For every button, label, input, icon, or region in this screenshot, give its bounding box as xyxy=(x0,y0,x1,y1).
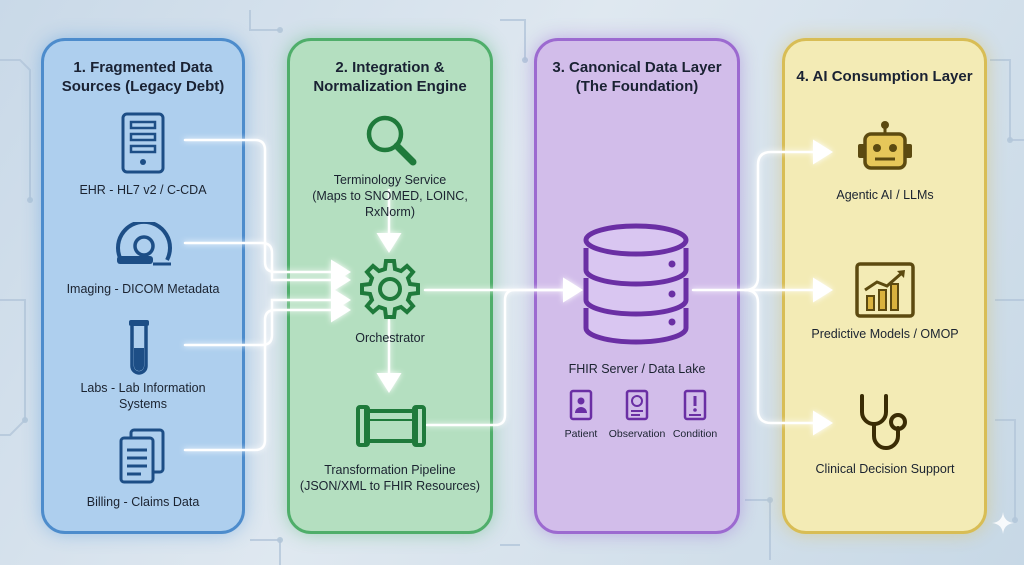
panel-4-title: 4. AI Consumption Layer xyxy=(796,68,973,85)
stethoscope-icon xyxy=(860,394,907,450)
sparkle-icon xyxy=(992,512,1014,534)
consumer-label-cds: Clinical Decision Support xyxy=(815,462,955,476)
documents-icon xyxy=(119,428,165,484)
source-label-billing: Billing - Claims Data xyxy=(86,495,200,509)
server-icon xyxy=(121,112,165,174)
database-icon xyxy=(583,223,689,345)
robot-icon xyxy=(858,121,912,170)
panel-1-title: 1. Fragmented Data Sources (Legacy Debt) xyxy=(61,59,225,95)
patient-doc-icon xyxy=(569,389,593,421)
resource-condition-label: Condition xyxy=(672,428,718,440)
mri-scanner-icon xyxy=(116,222,172,266)
magnifier-icon xyxy=(366,115,417,166)
consumer-label-agentic-ai: Agentic AI / LLMs xyxy=(836,188,934,202)
trend-chart-icon xyxy=(855,262,915,318)
observation-doc-icon xyxy=(625,389,649,421)
gear-icon xyxy=(360,259,420,319)
condition-doc-icon xyxy=(683,389,707,421)
source-label-labs: Labs - Lab Information Systems xyxy=(80,381,206,411)
resource-observation-label: Observation xyxy=(608,428,666,440)
resource-patient-label: Patient xyxy=(564,428,598,440)
terminology-service-label: Terminology Service (Maps to SNOMED, LOI… xyxy=(312,173,468,219)
source-label-imaging: Imaging - DICOM Metadata xyxy=(66,282,220,296)
test-tube-icon xyxy=(129,320,149,375)
fhir-server-label: FHIR Server / Data Lake xyxy=(568,362,706,376)
panel-3-title: 3. Canonical Data Layer (The Foundation) xyxy=(552,59,722,95)
pipeline-icon xyxy=(356,405,426,447)
transformation-pipeline-label: Transformation Pipeline (JSON/XML to FHI… xyxy=(299,463,481,493)
source-label-ehr: EHR - HL7 v2 / C-CDA xyxy=(79,183,207,197)
panel-2-title: 2. Integration & Normalization Engine xyxy=(313,59,467,95)
orchestrator-label: Orchestrator xyxy=(355,331,425,345)
consumer-label-predictive: Predictive Models / OMOP xyxy=(811,327,959,341)
